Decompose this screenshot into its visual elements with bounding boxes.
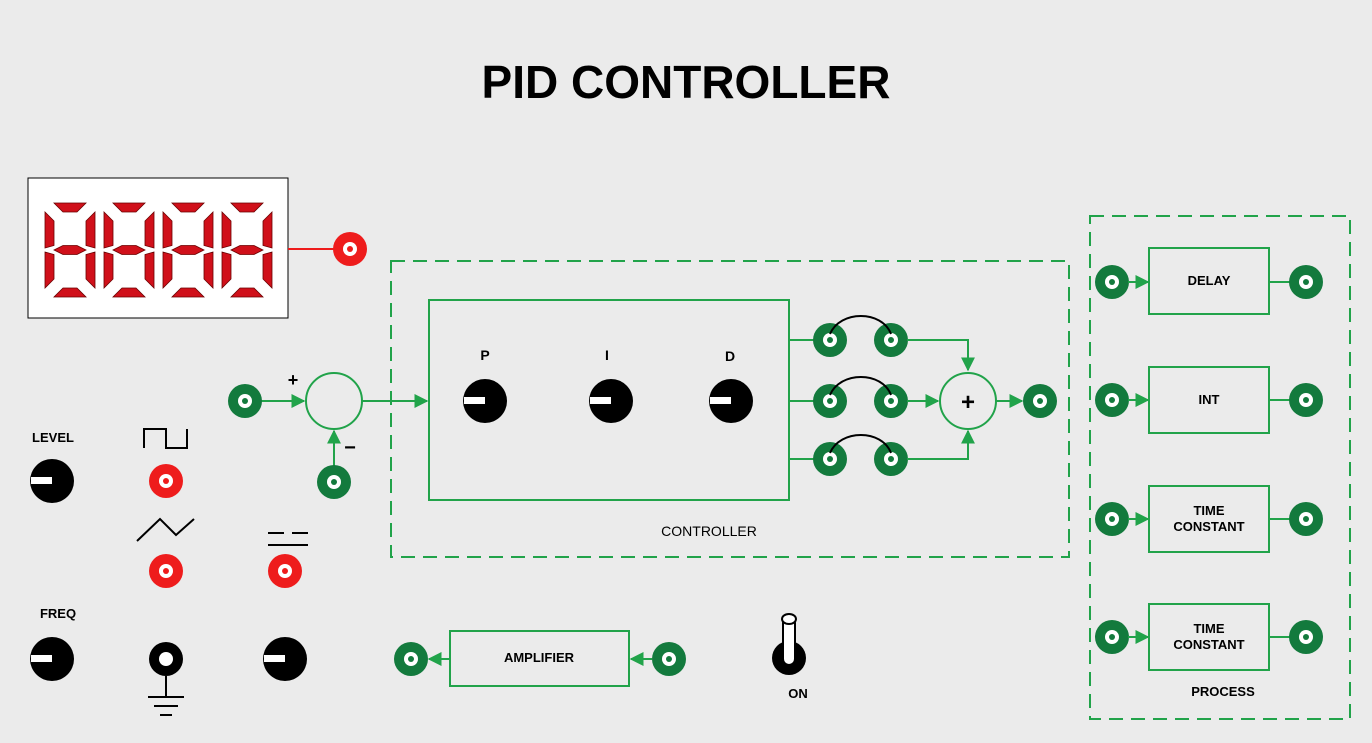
- digit-3-segment-f: [162, 211, 173, 249]
- digit-4-segment-f: [221, 211, 232, 249]
- display-input-terminal[interactable]: [333, 232, 367, 266]
- plus-sign: +: [288, 370, 299, 390]
- time-constant-1-label-line1: TIME: [1193, 503, 1224, 518]
- digit-2-segment-d: [112, 287, 146, 298]
- digit-2-segment-f: [103, 211, 114, 249]
- d-jumper-wire[interactable]: [829, 434, 892, 454]
- dc-output-terminal[interactable]: [268, 554, 302, 588]
- controller-output-terminal[interactable]: [1023, 384, 1057, 418]
- p-label: P: [480, 347, 489, 363]
- i-output-terminal[interactable]: [813, 384, 847, 418]
- time-constant-2-label-line1: TIME: [1193, 621, 1224, 636]
- setpoint-input-terminal[interactable]: [228, 384, 262, 418]
- delay-output-terminal[interactable]: [1289, 265, 1323, 299]
- level-knob[interactable]: [30, 459, 74, 503]
- error-summing-junction: [305, 372, 363, 430]
- digit-1-segment-d: [53, 287, 87, 298]
- triangle-wave-icon: [136, 517, 195, 542]
- digit-1-segment-b: [85, 211, 96, 249]
- digit-4-segment-d: [230, 287, 264, 298]
- controller-label: CONTROLLER: [661, 523, 757, 539]
- int-input-terminal[interactable]: [1095, 383, 1129, 417]
- digit-3-segment-d: [171, 287, 205, 298]
- sum-plus-sign: +: [961, 389, 975, 416]
- process-section: [1089, 215, 1351, 720]
- d-sum-terminal[interactable]: [874, 442, 908, 476]
- p-output-terminal[interactable]: [813, 323, 847, 357]
- digit-1-segment-g: [53, 245, 87, 255]
- process-label: PROCESS: [1191, 684, 1255, 699]
- power-toggle-switch[interactable]: [772, 613, 806, 675]
- d-output-terminal[interactable]: [813, 442, 847, 476]
- i-gain-knob[interactable]: [589, 379, 633, 423]
- display-value: 8888: [0, 0, 3, 1]
- time-constant-2-input-terminal[interactable]: [1095, 620, 1129, 654]
- digit-4-segment-a: [230, 202, 264, 213]
- digit-3-segment-e: [162, 251, 173, 289]
- digit-2-segment-a: [112, 202, 146, 213]
- digit-4-segment-e: [221, 251, 232, 289]
- time-constant-1-label-line2: CONSTANT: [1173, 519, 1244, 534]
- freq-label: FREQ: [40, 606, 76, 621]
- int-label: INT: [1199, 392, 1220, 407]
- digit-2-segment-b: [144, 211, 155, 249]
- digit-2-segment-e: [103, 251, 114, 289]
- i-jumper-wire[interactable]: [829, 376, 892, 396]
- digit-1-segment-a: [53, 202, 87, 213]
- square-wave-icon: [143, 428, 188, 449]
- digit-1-segment-c: [85, 251, 96, 289]
- d-label: D: [725, 348, 735, 364]
- delay-input-terminal[interactable]: [1095, 265, 1129, 299]
- level-label: LEVEL: [32, 430, 74, 445]
- time-constant-2-output-terminal[interactable]: [1289, 620, 1323, 654]
- digit-4-segment-c: [262, 251, 273, 289]
- ground-icon: [148, 676, 184, 716]
- digit-2-segment-c: [144, 251, 155, 289]
- p-gain-knob[interactable]: [463, 379, 507, 423]
- digit-1-segment-e: [44, 251, 55, 289]
- digit-3-segment-g: [171, 245, 205, 255]
- controller-section: [390, 260, 1070, 558]
- square-wave-output-terminal[interactable]: [149, 464, 183, 498]
- dc-source-icon: [268, 532, 308, 546]
- p-sum-terminal[interactable]: [874, 323, 908, 357]
- digit-3-segment-c: [203, 251, 214, 289]
- ground-terminal[interactable]: [149, 642, 183, 676]
- page-title: PID CONTROLLER: [482, 56, 891, 108]
- dc-level-knob[interactable]: [263, 637, 307, 681]
- i-label: I: [605, 347, 609, 363]
- time-constant-1-output-terminal[interactable]: [1289, 502, 1323, 536]
- digit-2-segment-g: [112, 245, 146, 255]
- time-constant-1-input-terminal[interactable]: [1095, 502, 1129, 536]
- time-constant-2-label-line2: CONSTANT: [1173, 637, 1244, 652]
- power-on-label: ON: [788, 686, 808, 701]
- display-digits: [44, 202, 273, 298]
- p-jumper-wire[interactable]: [829, 315, 892, 335]
- int-output-terminal[interactable]: [1289, 383, 1323, 417]
- digit-3-segment-b: [203, 211, 214, 249]
- triangle-wave-output-terminal[interactable]: [149, 554, 183, 588]
- feedback-input-terminal[interactable]: [317, 465, 351, 499]
- digit-4-segment-g: [230, 245, 264, 255]
- digit-3-segment-a: [171, 202, 205, 213]
- amplifier-label: AMPLIFIER: [504, 650, 575, 665]
- amplifier-input-terminal[interactable]: [652, 642, 686, 676]
- minus-sign: −: [344, 437, 356, 459]
- d-gain-knob[interactable]: [709, 379, 753, 423]
- amplifier-output-terminal[interactable]: [394, 642, 428, 676]
- delay-label: DELAY: [1188, 273, 1231, 288]
- digit-1-segment-f: [44, 211, 55, 249]
- i-sum-terminal[interactable]: [874, 384, 908, 418]
- amplifier-block: [449, 630, 630, 687]
- digit-4-segment-b: [262, 211, 273, 249]
- freq-knob[interactable]: [30, 637, 74, 681]
